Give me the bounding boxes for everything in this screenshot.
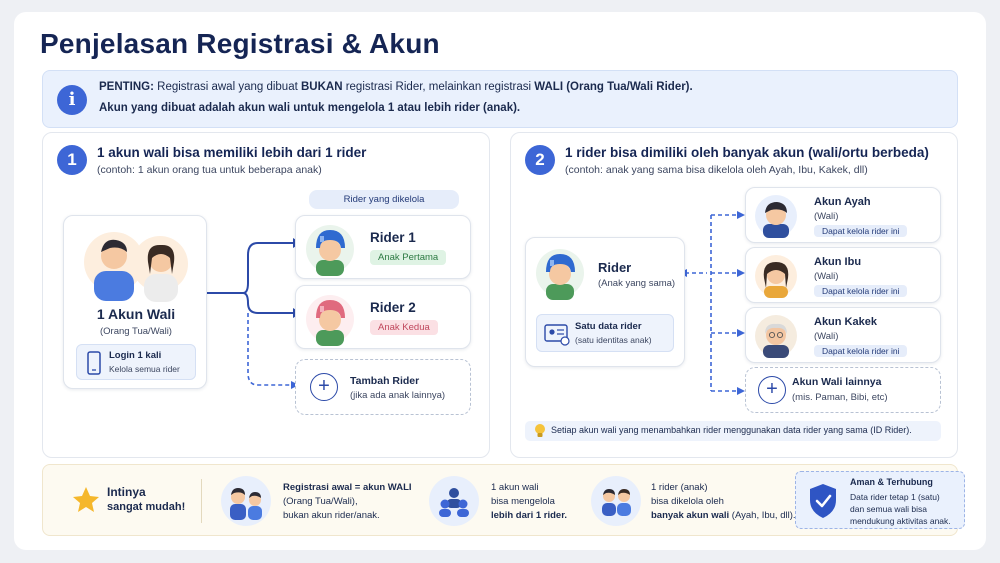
guardian-subtitle: (Orang Tua/Wali) [100,326,172,337]
other-guardian-subtitle: (mis. Paman, Bibi, etc) [792,392,888,403]
panel1-heading: 1 akun wali bisa memiliki lebih dari 1 r… [97,145,367,160]
rider-2-tag: Anak Kedua [370,320,438,335]
important-notice: i PENTING: Registrasi awal yang dibuat B… [42,70,958,128]
rider-blue-helmet-icon [306,225,354,276]
account-ibu-role: (Wali) [814,271,839,282]
page-canvas: Penjelasan Registrasi & Akun i PENTING: … [14,12,986,550]
login-title: Login 1 kali [109,350,162,361]
summary-item-3-line-1: 1 rider (anak) [651,482,708,493]
shared-users-icon [591,476,641,526]
summary-item-1-text: Registrasi awal = akun WALI (Orang Tua/W… [283,481,412,523]
group-users-icon [429,476,479,526]
account-ayah-badge: Dapat kelola rider ini [814,225,908,237]
account-kakek-role: (Wali) [814,331,839,342]
father-avatar-icon [755,195,797,238]
add-rider-title: Tambah Rider [350,375,420,387]
panel2-subheading: (contoh: anak yang sama bisa dikelola ol… [565,164,868,176]
panel-one-guardian-many-riders: 1 1 akun wali bisa memiliki lebih dari 1… [42,132,490,458]
smartphone-icon [87,351,101,375]
account-card-ibu[interactable]: Akun Ibu (Wali) Dapat kelola rider ini [745,247,941,303]
info-icon: i [57,85,87,115]
summary-item-2-text: 1 akun wali bisa mengelola lebih dari 1 … [491,481,567,523]
shared-rider-title: Rider [598,260,632,275]
single-data-title: Satu data rider [575,321,642,332]
rider-blue-helmet-icon [536,249,584,300]
secure-line-2: dan semua wali bisa [850,504,928,514]
shared-rider-subtitle: (Anak yang sama) [598,278,676,289]
panel1-subheading: (contoh: 1 akun orang tua untuk beberapa… [97,164,322,176]
account-kakek-badge: Dapat kelola rider ini [814,345,908,357]
summary-item-1-line-3: bukan akun rider/anak. [283,510,380,521]
lightbulb-icon [535,424,545,437]
shared-rider-card[interactable]: Rider (Anak yang sama) Satu data rider (… [525,237,685,367]
mother-avatar-icon [755,255,797,298]
login-subtitle: Kelola semua rider [109,364,180,374]
rider-card-1[interactable]: Rider 1 Anak Pertama [295,215,471,279]
managed-riders-label: Rider yang dikelola [309,190,459,209]
notice-line-2: Akun yang dibuat adalah akun wali untuk … [99,102,521,114]
rider-2-name: Rider 2 [370,300,416,315]
panel-two-rider-many-guardians: 2 1 rider bisa dimiliki oleh banyak akun… [510,132,958,458]
summary-bar: Intinya sangat mudah! Registrasi awal = … [42,464,965,536]
plus-icon: + [758,376,786,404]
account-ayah-name: Akun Ayah [814,196,871,208]
secure-line-1: Data rider tetap 1 (satu) [850,492,940,502]
notice-line-1: PENTING: Registrasi awal yang dibuat BUK… [99,81,693,93]
rider-card-2[interactable]: Rider 2 Anak Kedua [295,285,471,349]
account-card-ayah[interactable]: Akun Ayah (Wali) Dapat kelola rider ini [745,187,941,243]
notice-text-a: Registrasi awal yang dibuat [153,81,301,93]
account-card-kakek[interactable]: Akun Kakek (Wali) Dapat kelola rider ini [745,307,941,363]
step-number-2: 2 [525,145,555,175]
rider-id-tip: Setiap akun wali yang menambahkan rider … [525,421,941,441]
secure-connected-box: Aman & Terhubung Data rider tetap 1 (sat… [795,471,965,529]
guardian-account-card[interactable]: 1 Akun Wali (Orang Tua/Wali) Login 1 kal… [63,215,207,389]
notice-label: PENTING: [99,81,154,93]
summary-item-3-line-2: bisa dikelola oleh [651,496,724,507]
secure-line-3: mendukung aktivitas anak. [850,516,951,526]
notice-text-b: BUKAN [300,81,343,93]
shield-check-icon [810,484,836,518]
account-ibu-name: Akun Ibu [814,256,862,268]
rider-pink-helmet-icon [306,295,354,346]
summary-item-1-line-2: (Orang Tua/Wali), [283,496,358,507]
login-once-box: Login 1 kali Kelola semua rider [76,344,196,380]
plus-icon: + [310,373,338,401]
notice-text-d: WALI (Orang Tua/Wali Rider). [534,81,693,93]
account-kakek-name: Akun Kakek [814,316,877,328]
summary-item-2-line-1: 1 akun wali [491,482,539,493]
add-rider-subtitle: (jika ada anak lainnya) [350,390,446,401]
panel2-heading: 1 rider bisa dimiliki oleh banyak akun (… [565,145,929,160]
account-ayah-role: (Wali) [814,211,839,222]
page-title: Penjelasan Registrasi & Akun [40,28,440,59]
single-data-subtitle: (satu identitas anak) [575,335,652,345]
rider-1-tag: Anak Pertama [370,250,447,265]
add-rider-card[interactable]: + Tambah Rider (jika ada anak lainnya) [295,359,471,415]
parent-child-avatar-icon [221,476,271,526]
summary-item-3-line-3-bold: banyak akun wali [651,510,730,521]
rider-1-name: Rider 1 [370,230,416,245]
parents-avatar-icon [84,232,188,302]
summary-divider [201,479,202,523]
summary-heading-line-2: sangat mudah! [107,501,186,513]
single-rider-data-box: Satu data rider (satu identitas anak) [536,314,674,352]
summary-item-2-line-2: bisa mengelola [491,496,555,507]
summary-item-3-line-3-rest: (Ayah, Ibu, dll). [729,510,796,521]
summary-item-1-line-1: Registrasi awal = akun WALI [283,482,412,493]
grandfather-avatar-icon [755,315,797,358]
star-icon [73,487,99,512]
secure-title: Aman & Terhubung [850,477,933,487]
summary-heading-line-1: Intinya [107,485,146,499]
other-guardian-title: Akun Wali lainnya [792,376,882,388]
summary-item-3-text: 1 rider (anak) bisa dikelola oleh banyak… [651,481,796,523]
notice-text-c: registrasi Rider, melainkan registrasi [342,81,535,93]
other-guardian-card[interactable]: + Akun Wali lainnya (mis. Paman, Bibi, e… [745,367,941,413]
tip-text: Setiap akun wali yang menambahkan rider … [551,425,912,435]
account-ibu-badge: Dapat kelola rider ini [814,285,908,297]
summary-item-2-line-3: lebih dari 1 rider. [491,510,568,521]
id-card-icon [544,324,570,346]
step-number-1: 1 [57,145,87,175]
guardian-title: 1 Akun Wali [96,306,176,322]
secure-text: Data rider tetap 1 (satu) dan semua wali… [850,491,951,527]
